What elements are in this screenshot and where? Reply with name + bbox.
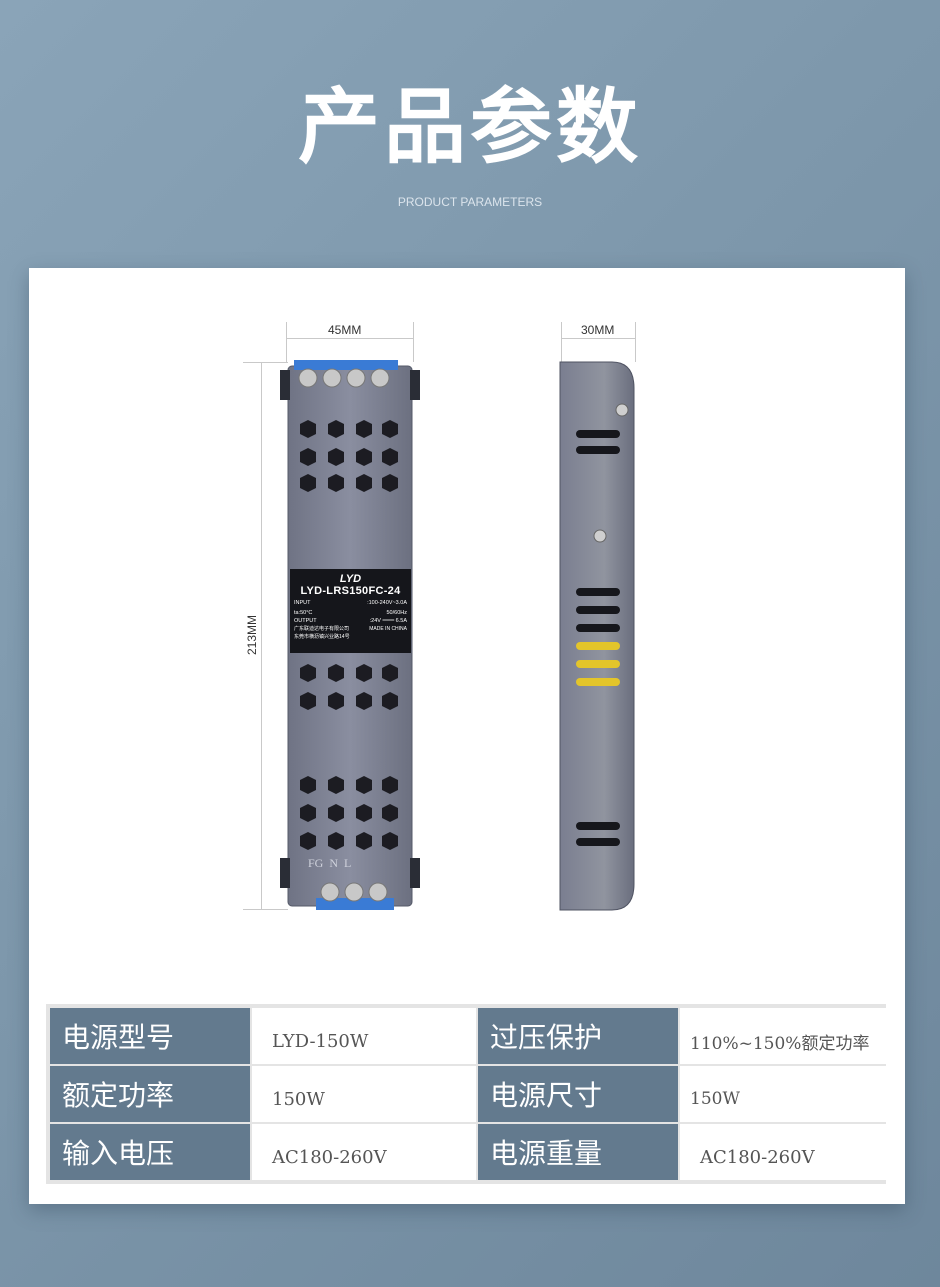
spec-label-overvoltage: 过压保护 [478,1008,678,1064]
spec-value-power: 150W [252,1066,476,1122]
power-supply-side-image [559,361,635,911]
ta-label: ta:50°C [294,610,313,616]
made-in-label: MADE IN CHINA [369,626,407,632]
spec-value-model: LYD-150W [252,1008,476,1064]
side-width-label: 30MM [581,323,615,337]
product-label: LYD LYD-LRS150FC-24 INPUT :100-240V~3.0A… [290,569,411,653]
spec-table: 电源型号 LYD-150W 过压保护 110%~150%额定功率 额定功率 15… [46,1004,886,1184]
output-label: OUTPUT [294,618,317,624]
spec-value-input-voltage: AC180-260V [252,1124,476,1180]
input-value: :100-240V~3.0A [367,600,407,606]
company-name: 广东联迪达电子有限公司 [294,626,350,632]
power-supply-front-image [280,360,420,910]
spec-value-size: 150W [680,1066,886,1122]
input-label: INPUT [294,600,311,606]
front-width-label: 45MM [328,323,362,337]
spec-value-weight: AC180-260V [680,1124,886,1180]
brand-logo: LYD [339,573,362,585]
model-number: LYD-LRS150FC-24 [300,585,401,597]
dim-line-height [261,362,262,910]
spec-value-overvoltage: 110%~150%额定功率 [680,1008,886,1064]
output-value: :24V ═══ 6.5A [369,618,407,624]
spec-label-size: 电源尺寸 [478,1066,678,1122]
freq-value: 50/60Hz [386,610,408,616]
dim-line-side-left [561,322,562,362]
dim-line-width [286,338,414,339]
dim-line-bottom [243,909,288,910]
terminal-labels: FG N L [308,856,352,870]
page-title: 产品参数 [297,80,642,175]
spec-label-input-voltage: 输入电压 [50,1124,250,1180]
dim-line-side-right [635,322,636,362]
dim-line-right [413,322,414,362]
height-label: 213MM [245,615,259,656]
spec-label-power: 额定功率 [50,1066,250,1122]
spec-label-weight: 电源重量 [478,1124,678,1180]
dim-line-top [243,362,288,363]
dim-line-left [286,322,287,362]
page-subtitle: PRODUCT PARAMETERS [397,195,543,209]
dim-line-side-width [561,338,636,339]
company-address: 东莞市横沥镇兴业路14号 [294,634,350,640]
spec-label-model: 电源型号 [50,1008,250,1064]
